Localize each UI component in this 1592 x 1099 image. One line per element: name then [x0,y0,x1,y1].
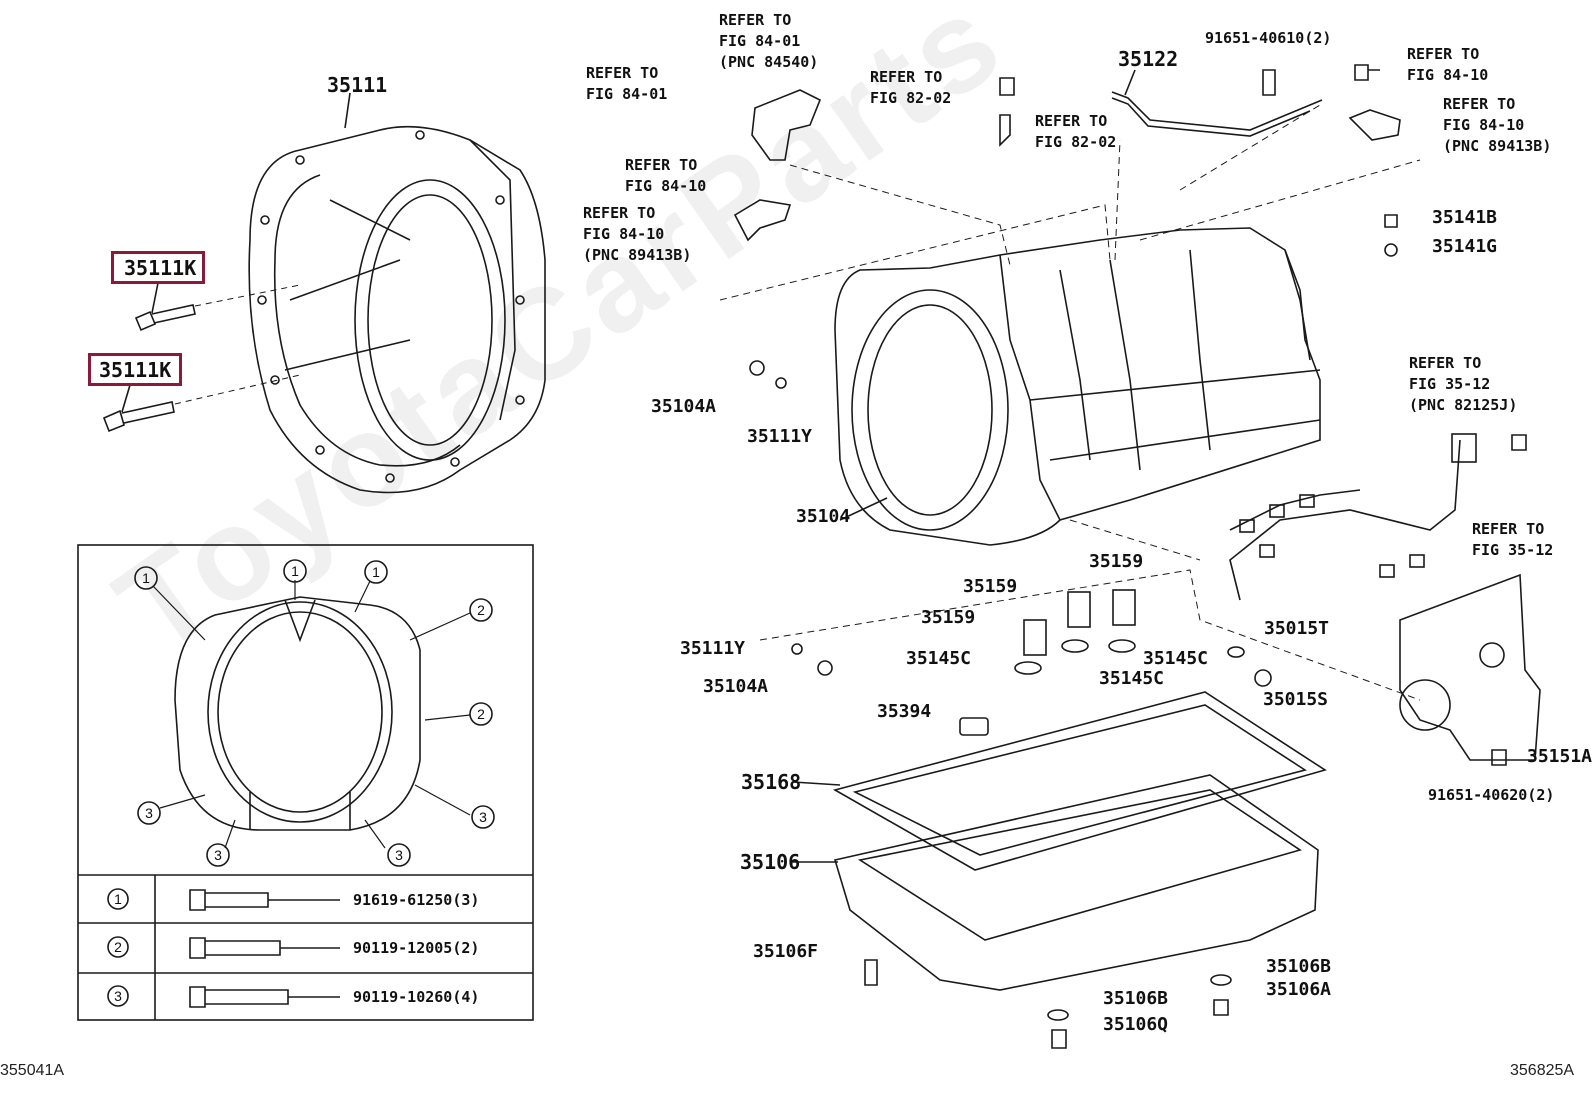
diagram-code-right: 356825A [1510,1062,1575,1079]
part-label-35106B[interactable]: 35106B [1266,956,1332,977]
part-label-35111K-upper: 35111K [124,256,197,280]
wiring-harness-drawing [1229,433,1477,601]
circle-marker-3b: 3 [479,809,487,825]
inset-box-drawing [77,544,534,1021]
part-label-35015S[interactable]: 35015S [1263,689,1329,710]
part-label-35104A-low[interactable]: 35104A [703,676,769,697]
circle-marker-1a: 1 [142,570,150,586]
part-label-35159-a[interactable]: 35159 [1089,551,1144,572]
table-row-1-circle: 1 [114,891,122,907]
pipe-35122-drawing [1111,69,1323,137]
part-callout-35111K-lower[interactable]: 35111K [88,353,182,386]
part-label-35168[interactable]: 35168 [741,770,802,794]
sensor-drawings [733,64,1401,242]
refer-note-82-02-b[interactable]: REFER TO FIG 82-02 [1035,112,1117,151]
refer-note-84-10-a[interactable]: REFER TO FIG 84-10 [625,156,707,195]
oil-pan-drawing [793,774,1319,991]
circle-marker-3c: 3 [214,847,222,863]
circle-marker-3a: 3 [145,805,153,821]
refer-note-84-10-b[interactable]: REFER TO FIG 84-10 [1407,45,1489,84]
part-label-35122[interactable]: 35122 [1118,47,1179,71]
diagram-code-left: 355041A [0,1062,65,1079]
circle-marker-1b: 1 [291,563,299,579]
circle-marker-3d: 3 [395,847,403,863]
table-row-1-part[interactable]: 91619-61250(3) [353,891,480,909]
part-label-35159-b[interactable]: 35159 [963,576,1018,597]
part-label-35106[interactable]: 35106 [740,850,801,874]
bolt-35111K-drawings [102,282,301,433]
cover-35151A-drawing [1399,573,1541,761]
circle-marker-2a: 2 [477,602,485,618]
part-label-91651-40620[interactable]: 91651-40620(2) [1428,786,1555,804]
refer-note-84-01[interactable]: REFER TO FIG 84-01 [586,64,668,103]
part-label-35106F[interactable]: 35106F [753,941,819,962]
table-row-2-circle: 2 [114,939,122,955]
part-label-35111[interactable]: 35111 [327,73,388,97]
refer-note-35-12[interactable]: REFER TO FIG 35-12 [1472,520,1554,559]
small-parts-drawings [749,69,1527,1049]
table-row-3-circle: 3 [114,988,122,1004]
table-row-3-part[interactable]: 90119-10260(4) [353,988,480,1006]
part-label-35159-c[interactable]: 35159 [921,607,976,628]
housing-35111-drawing [248,92,546,494]
refer-note-84-10-pnc-b[interactable]: REFER TO FIG 84-10 (PNC 89413B) [1443,95,1552,155]
part-label-35141G[interactable]: 35141G [1432,236,1498,257]
part-label-35111Y-low[interactable]: 35111Y [680,638,746,659]
part-label-91651-40610[interactable]: 91651-40610(2) [1205,29,1332,47]
refer-note-82-02-a[interactable]: REFER TO FIG 82-02 [870,68,952,107]
part-label-35015T[interactable]: 35015T [1264,618,1330,639]
table-row-2-part[interactable]: 90119-12005(2) [353,939,480,957]
circle-marker-1c: 1 [372,564,380,580]
circle-marker-2b: 2 [477,706,485,722]
part-label-35111Y-top[interactable]: 35111Y [747,426,813,447]
part-label-35151A[interactable]: 35151A [1527,746,1592,767]
part-label-35111K-lower: 35111K [99,358,172,382]
part-label-35106B-low[interactable]: 35106B [1103,988,1169,1009]
refer-note-84-01-pnc[interactable]: REFER TO FIG 84-01 (PNC 84540) [719,11,819,71]
oil-pan-gasket-drawing [792,691,1327,871]
refer-note-35-12-pnc[interactable]: REFER TO FIG 35-12 (PNC 82125J) [1409,354,1518,414]
part-label-35106A[interactable]: 35106A [1266,979,1332,1000]
part-label-35145C-a[interactable]: 35145C [906,648,972,669]
part-label-35145C-b[interactable]: 35145C [1143,648,1209,669]
part-label-35145C-c[interactable]: 35145C [1099,668,1165,689]
part-label-35104A-top[interactable]: 35104A [651,396,717,417]
part-callout-35111K-upper[interactable]: 35111K [111,251,205,284]
refer-note-84-10-pnc-a[interactable]: REFER TO FIG 84-10 (PNC 89413B) [583,204,692,264]
part-label-35141B[interactable]: 35141B [1432,207,1498,228]
part-label-35104[interactable]: 35104 [796,506,851,527]
part-label-35106Q[interactable]: 35106Q [1103,1014,1169,1035]
transmission-case-drawing [834,227,1321,546]
part-label-35394[interactable]: 35394 [877,701,932,722]
dashed-leaders [719,104,1421,701]
